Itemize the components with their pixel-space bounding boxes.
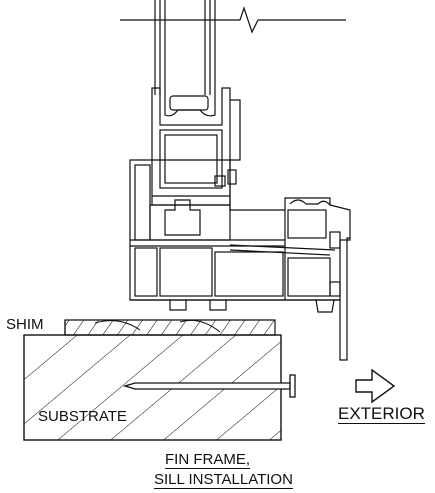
top-reference-line — [120, 6, 346, 34]
glazing-unit — [154, 0, 216, 117]
shim — [64, 319, 276, 336]
caption-line-1: FIN FRAME, — [165, 451, 250, 469]
nail — [122, 374, 296, 398]
nailing-fin — [339, 237, 350, 361]
exterior-label: EXTERIOR — [338, 404, 425, 424]
main-frame-profile — [129, 159, 351, 313]
break-line-icon — [239, 6, 259, 34]
substrate-label: SUBSTRATE — [38, 408, 127, 425]
caption-line-2: SILL INSTALLATION — [154, 471, 293, 489]
shim-label: SHIM — [6, 316, 44, 333]
outline-right-arrow-icon — [355, 368, 396, 404]
